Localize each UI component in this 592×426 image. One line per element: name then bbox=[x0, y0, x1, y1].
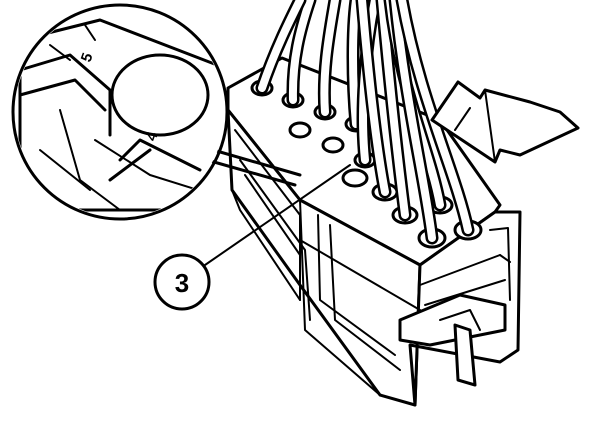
wire-bundle bbox=[255, 0, 475, 245]
arrow-icon bbox=[430, 80, 580, 164]
callout-leader-line bbox=[204, 164, 351, 266]
callout-3: 3 bbox=[153, 164, 351, 311]
callout-circle bbox=[153, 253, 211, 311]
callout-number: 3 bbox=[175, 268, 189, 298]
